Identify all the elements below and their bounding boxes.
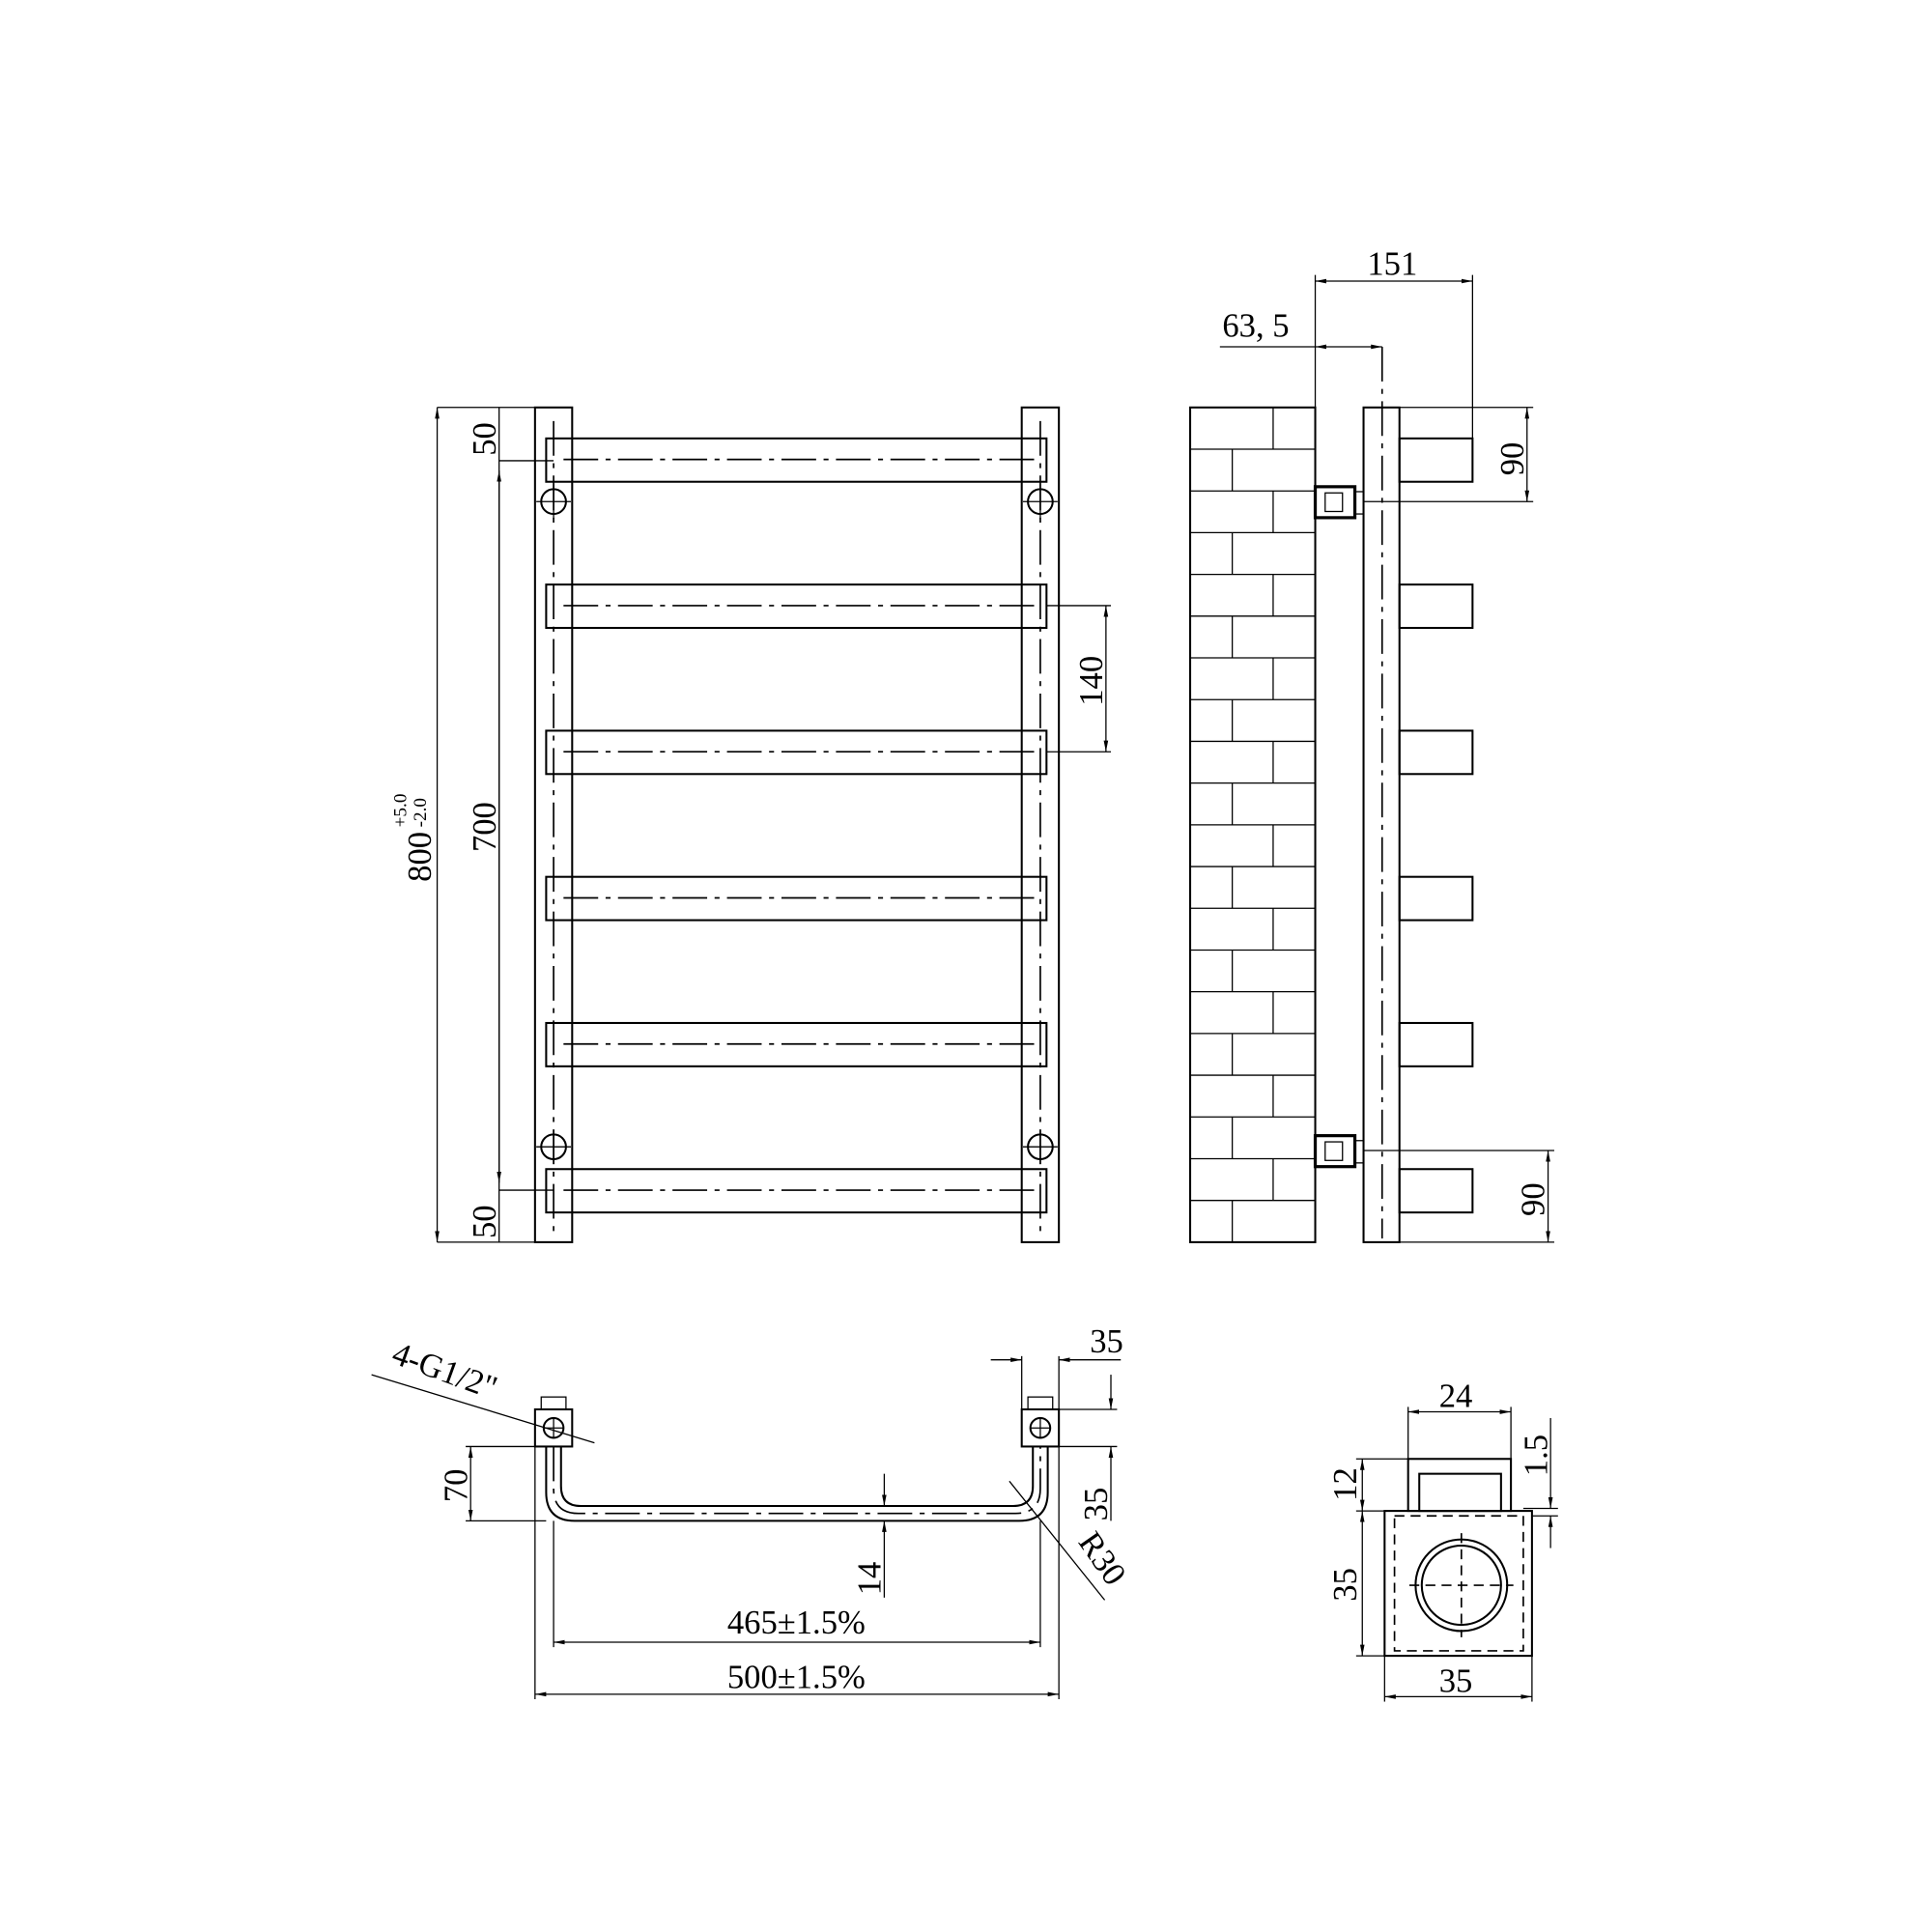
dim-profile-height: 35 <box>1327 1568 1364 1602</box>
dim-offset: 70 <box>438 1469 474 1503</box>
towel-bar <box>545 583 1048 630</box>
inlet-left <box>533 1396 574 1448</box>
mount-point <box>536 484 572 520</box>
dim-top-bracket: 90 <box>1494 442 1531 476</box>
cap <box>1406 1458 1513 1513</box>
side-bar <box>1398 437 1474 483</box>
section-view: 24 12 35 1.5 35 <box>1327 1378 1558 1702</box>
dim-radius: R30 <box>1071 1525 1133 1592</box>
dim-inner-width: 465±1.5% <box>727 1605 866 1641</box>
dim-outer-width: 500±1.5% <box>727 1659 866 1695</box>
u-pipe <box>545 1446 1049 1522</box>
dim-wall-to-center: 63, 5 <box>1222 308 1289 345</box>
side-bar <box>1398 1168 1474 1214</box>
dim-top-offset: 50 <box>467 422 503 456</box>
plan-view: 4-G1/2" 35 35 70 14 R30 465±1.5% 500±1.5… <box>371 1323 1133 1699</box>
mount-point <box>1022 1129 1058 1165</box>
dim-depth-total: 151 <box>1367 246 1417 283</box>
dim-wall: 1.5 <box>1518 1435 1554 1476</box>
side-view: 151 63, 5 90 90 <box>1189 246 1554 1243</box>
side-bar <box>1398 1021 1474 1067</box>
dim-connections: 4-G1/2" <box>387 1335 501 1406</box>
wall-bracket-top <box>1313 485 1365 520</box>
towel-bar <box>545 437 1048 483</box>
dim-bottom-offset: 50 <box>467 1205 503 1238</box>
dim-cap-height: 12 <box>1327 1467 1364 1501</box>
front-view: 800 +5.0 -2.0 700 50 50 140 <box>391 406 1111 1243</box>
dim-block-height: 35 <box>1078 1488 1115 1521</box>
profile-outline <box>1383 1510 1533 1658</box>
dim-profile-width: 35 <box>1439 1662 1473 1699</box>
mount-point <box>536 1129 572 1165</box>
towel-bar <box>545 729 1048 776</box>
towel-bar <box>545 875 1048 922</box>
towel-bar <box>545 1021 1048 1067</box>
side-bar <box>1398 729 1474 776</box>
dim-rail-width: 35 <box>1090 1323 1123 1360</box>
dim-bar-pitch: 140 <box>1073 656 1110 706</box>
side-bar <box>1398 583 1474 630</box>
dim-cap-width: 24 <box>1439 1378 1473 1414</box>
dim-tol-lower: -2.0 <box>411 798 431 827</box>
dim-tol-upper: +5.0 <box>391 794 412 828</box>
dim-pipe: 14 <box>852 1562 889 1596</box>
right-rail <box>1020 406 1061 1243</box>
inlet-right <box>1020 1396 1061 1448</box>
side-bar <box>1398 875 1474 922</box>
dim-bottom-bracket: 90 <box>1516 1182 1552 1216</box>
dim-overall-height: 800 <box>402 832 439 882</box>
left-rail <box>533 406 574 1243</box>
dim-centers-height: 700 <box>467 802 503 852</box>
wall-bracket-bottom <box>1313 1134 1365 1169</box>
mount-point <box>1022 484 1058 520</box>
towel-bar <box>545 1168 1048 1214</box>
